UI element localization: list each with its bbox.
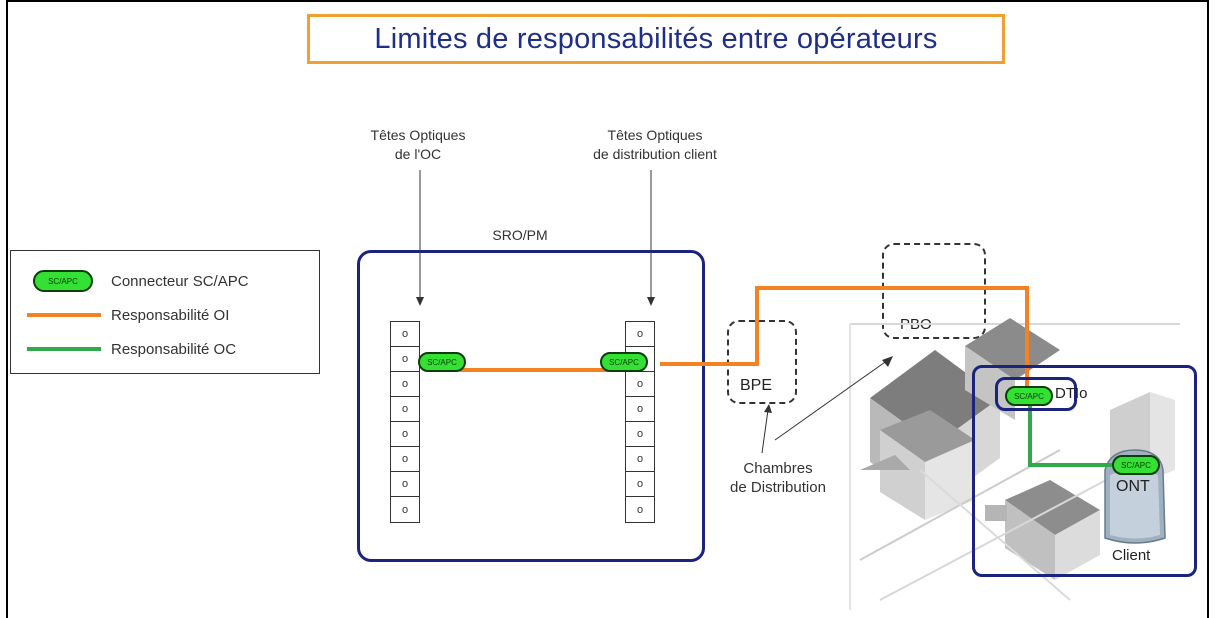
port: o bbox=[391, 372, 419, 397]
connector-swatch: SC/APC bbox=[33, 270, 93, 292]
port: o bbox=[626, 397, 654, 422]
port: o bbox=[401, 503, 409, 516]
oi-line-swatch bbox=[27, 313, 101, 317]
sro-pm-box bbox=[357, 250, 705, 562]
port: o bbox=[391, 422, 419, 447]
oc-line-swatch bbox=[27, 347, 101, 351]
label-sro-pm: SRO/PM bbox=[492, 227, 548, 243]
pbo-box bbox=[882, 243, 986, 339]
legend-item-oi: Responsabilité OI bbox=[11, 300, 319, 330]
legend-item-oc: Responsabilité OC bbox=[11, 334, 319, 364]
port: o bbox=[636, 503, 644, 516]
client-box bbox=[972, 365, 1197, 577]
label-chambres: Chambres de Distribution bbox=[718, 459, 838, 497]
port: o bbox=[626, 447, 654, 472]
label-dtio: DTIo bbox=[1055, 385, 1088, 402]
port: o bbox=[626, 422, 654, 447]
dtio-box bbox=[995, 377, 1077, 411]
oi-fiber-path bbox=[460, 286, 1029, 388]
label-line: de l'OC bbox=[394, 146, 442, 162]
connector-sc-apc-client: SC/APC bbox=[600, 352, 648, 372]
port: o bbox=[626, 372, 654, 397]
legend: SC/APC Connecteur SC/APC Responsabilité … bbox=[10, 250, 320, 374]
label-tetes-oc: Têtes Optiques de l'OC bbox=[363, 126, 473, 164]
title-box: Limites de responsabilités entre opérate… bbox=[307, 14, 1005, 64]
label-line: Têtes Optiques bbox=[607, 127, 703, 143]
label-bpe: BPE bbox=[740, 377, 773, 394]
oc-fiber-path bbox=[1028, 404, 1112, 467]
distribution-arrows bbox=[416, 170, 893, 454]
port: o bbox=[391, 397, 419, 422]
label-ont: ONT bbox=[1116, 478, 1150, 495]
label-tetes-client: Têtes Optiques de distribution client bbox=[570, 126, 740, 164]
label-line: Chambres bbox=[743, 460, 813, 477]
legend-label: Responsabilité OC bbox=[111, 340, 237, 358]
label-line: de distribution client bbox=[593, 146, 717, 162]
port: o bbox=[626, 472, 654, 497]
legend-label: Responsabilité OI bbox=[111, 306, 230, 324]
label-line: de Distribution bbox=[730, 479, 826, 496]
diagram-title: Limites de responsabilités entre opérate… bbox=[374, 22, 938, 55]
port: o bbox=[391, 347, 419, 372]
port: o bbox=[391, 472, 419, 497]
label-line: Têtes Optiques bbox=[370, 127, 466, 143]
connector-sc-apc-oc: SC/APC bbox=[418, 352, 466, 372]
port: o bbox=[391, 447, 419, 472]
legend-label: Connecteur SC/APC bbox=[111, 272, 249, 290]
port: o bbox=[391, 322, 419, 347]
port: o bbox=[626, 322, 654, 347]
label-client: Client bbox=[1112, 547, 1151, 564]
legend-item-connector: SC/APC Connecteur SC/APC bbox=[11, 266, 319, 296]
connector-sc-apc-ont: SC/APC bbox=[1112, 455, 1160, 475]
connector-sc-apc-dtio: SC/APC bbox=[1005, 386, 1053, 406]
page-frame bbox=[6, 0, 1209, 618]
